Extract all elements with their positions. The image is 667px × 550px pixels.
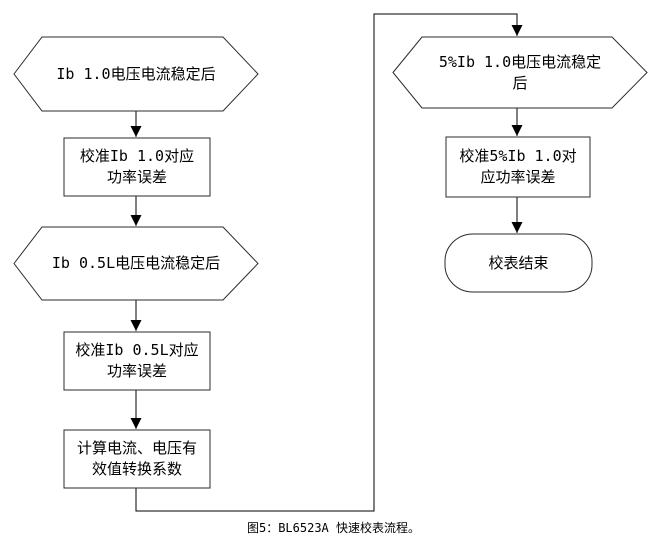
- figure-caption: 图5：BL6523A 快速校表流程。: [246, 521, 421, 535]
- hexagon-ib10-shape: [13, 36, 259, 112]
- process-cal-ib10-shape: [63, 137, 211, 197]
- terminator-end-shape: [444, 233, 593, 293]
- process-cal-5pct-ib10-shape: [445, 136, 591, 198]
- process-calc-rms-shape: [63, 429, 211, 489]
- hexagon-ib05l-shape: [13, 226, 259, 301]
- process-cal-ib05l-shape: [63, 331, 211, 391]
- edge-rect-calc-rms-to-hex-5pct-ib10: [135, 13, 523, 512]
- hexagon-5pct-ib10-shape: [392, 36, 648, 109]
